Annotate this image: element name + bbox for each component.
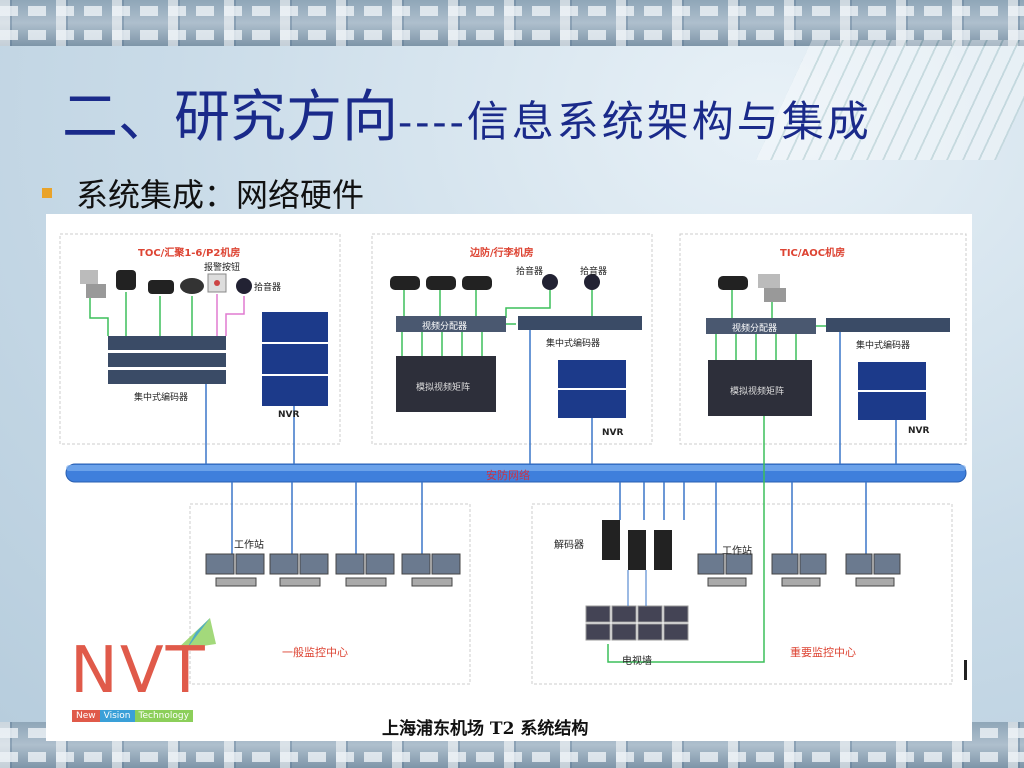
- key-center-label: 重要监控中心: [790, 646, 856, 659]
- logo-triangle-icon: [176, 618, 216, 650]
- zone-tic-box: [679, 233, 967, 445]
- general-workstations: [205, 553, 461, 587]
- tic-nvr-stack: [858, 362, 926, 420]
- decoder-label: 解码器: [554, 540, 584, 551]
- border-matrix: [396, 356, 496, 412]
- top-border-strip: [0, 0, 1024, 46]
- matrix-label-1: 模拟视频矩阵: [416, 383, 471, 393]
- nvr-label-3: NVR: [908, 426, 930, 436]
- border-encoder: [518, 316, 642, 330]
- slide-title-main: 二、研究方向: [62, 85, 398, 150]
- zone-toc-box: [59, 233, 341, 445]
- toc-nvr-stack: [262, 312, 328, 406]
- distributor-label-2: 视频分配器: [732, 324, 778, 334]
- encoder-label-2: 集中式编码器: [546, 339, 601, 349]
- tic-matrix: [708, 360, 812, 416]
- bullet-item: 系统集成：网络硬件: [42, 170, 364, 216]
- logo-letters: NVT: [70, 634, 207, 708]
- toc-encoder-stack: [108, 336, 226, 384]
- logo-word-new: New: [72, 710, 100, 722]
- logo-word-vision: Vision: [99, 710, 135, 722]
- border-cameras: [390, 274, 600, 290]
- zone-general-center-box: [189, 503, 471, 685]
- tic-encoder: [826, 318, 950, 332]
- tic-cameras: [718, 274, 786, 302]
- tv-wall: [585, 605, 689, 641]
- encoder-label-3: 集中式编码器: [856, 341, 911, 351]
- toc-cameras: [80, 270, 252, 298]
- bullet-text: 系统集成：网络硬件: [76, 176, 365, 214]
- pickup-label-1: 拾音器: [254, 283, 282, 293]
- logo-word-technology: Technology: [134, 710, 193, 722]
- workstation-label-2: 工作站: [722, 546, 752, 557]
- system-architecture-diagram: TOC/汇聚1-6/P2机房 边防/行李机房 TIC/AOC机房 报警按钮 拾音…: [46, 214, 972, 741]
- matrix-label-2: 模拟视频矩阵: [730, 387, 785, 397]
- pickup-label-3: 拾音器: [516, 267, 544, 277]
- general-center-label: 一般监控中心: [282, 646, 348, 659]
- nvr-label-1: NVR: [278, 410, 300, 420]
- zone-border-label: 边防/行李机房: [470, 248, 534, 259]
- logo-tagline: New Vision Technology: [72, 710, 193, 722]
- nvr-label-2: NVR: [602, 428, 624, 438]
- decoders: [602, 520, 672, 570]
- zone-border-box: [371, 233, 653, 445]
- diagram-caption: 上海浦东机场 T2 系统结构: [382, 719, 589, 739]
- tv-wall-label: 电视墙: [622, 656, 652, 667]
- alarm-button-label: 报警按钮: [204, 263, 241, 273]
- text-cursor-mark: [964, 660, 967, 680]
- zone-key-center-box: [531, 503, 953, 685]
- border-nvr-stack: [558, 360, 626, 418]
- slide-title: 二、研究方向----信息系统架构与集成: [62, 72, 872, 153]
- pickup-label-2: 拾音器: [580, 267, 608, 277]
- bullet-square-icon: [42, 188, 52, 198]
- distributor-label-1: 视频分配器: [422, 322, 468, 332]
- border-distributor: [396, 316, 506, 332]
- key-workstations: [697, 553, 901, 587]
- network-label: 安防网络: [486, 469, 530, 482]
- nvt-logo: NVT New Vision Technology: [70, 614, 270, 724]
- encoder-label-1: 集中式编码器: [134, 393, 189, 403]
- diagram-graphics: [59, 233, 967, 685]
- tic-distributor: [706, 318, 816, 334]
- zone-tic-label: TIC/AOC机房: [780, 248, 846, 259]
- workstation-label-1: 工作站: [234, 540, 264, 551]
- zone-toc-label: TOC/汇聚1-6/P2机房: [138, 248, 241, 259]
- slide-title-sub: ----信息系统架构与集成: [398, 97, 872, 146]
